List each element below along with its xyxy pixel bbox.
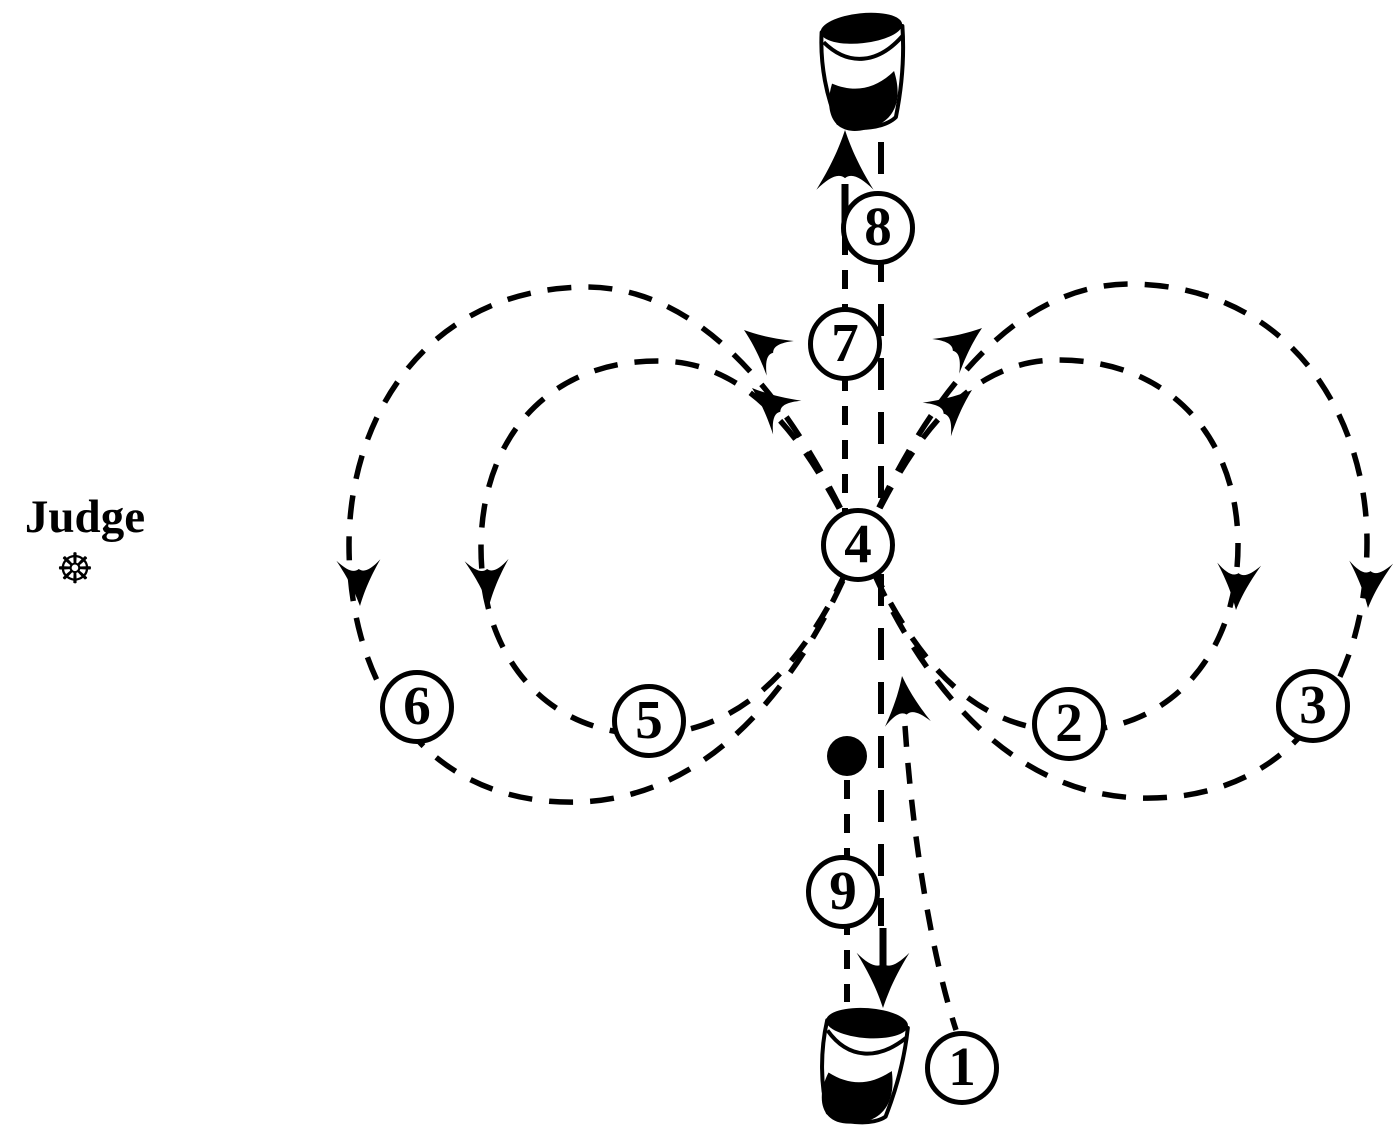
step-marker-5: 5 — [612, 684, 686, 758]
start-dot-icon — [827, 736, 867, 776]
step-marker-7: 7 — [808, 307, 882, 381]
step-marker-3: 3 — [1276, 669, 1350, 743]
ship-wheel-icon: ☸ — [56, 544, 94, 593]
loop-left-outer-path — [346, 284, 861, 805]
loop-left-inner-path — [478, 358, 861, 737]
cone-icon-bottom — [815, 1003, 912, 1130]
arrow-right-inner-down-icon — [1214, 562, 1262, 612]
arrow-left-inner-down-icon — [464, 558, 511, 608]
arrow-right-outer-down-icon — [1346, 560, 1394, 610]
step-marker-6: 6 — [380, 670, 454, 744]
loop-right-inner-path — [859, 357, 1241, 734]
judge-label: Judge — [24, 491, 146, 543]
step-marker-9: 9 — [806, 855, 880, 929]
arrow-right-outer-up-icon — [932, 310, 996, 374]
step-marker-1: 1 — [925, 1031, 999, 1105]
step-marker-2: 2 — [1032, 687, 1106, 761]
arrow-left-outer-up-icon — [730, 312, 794, 376]
arrow-entry-icon — [879, 673, 931, 727]
cone-icon-top — [815, 7, 915, 136]
entry-line-path — [902, 725, 959, 1031]
loop-right-outer-path — [859, 281, 1370, 801]
arrow-up-centre-icon — [816, 130, 874, 190]
step-marker-8: 8 — [841, 191, 915, 265]
arrow-left-outer-down-icon — [336, 559, 382, 607]
step-marker-4: 4 — [821, 508, 895, 582]
